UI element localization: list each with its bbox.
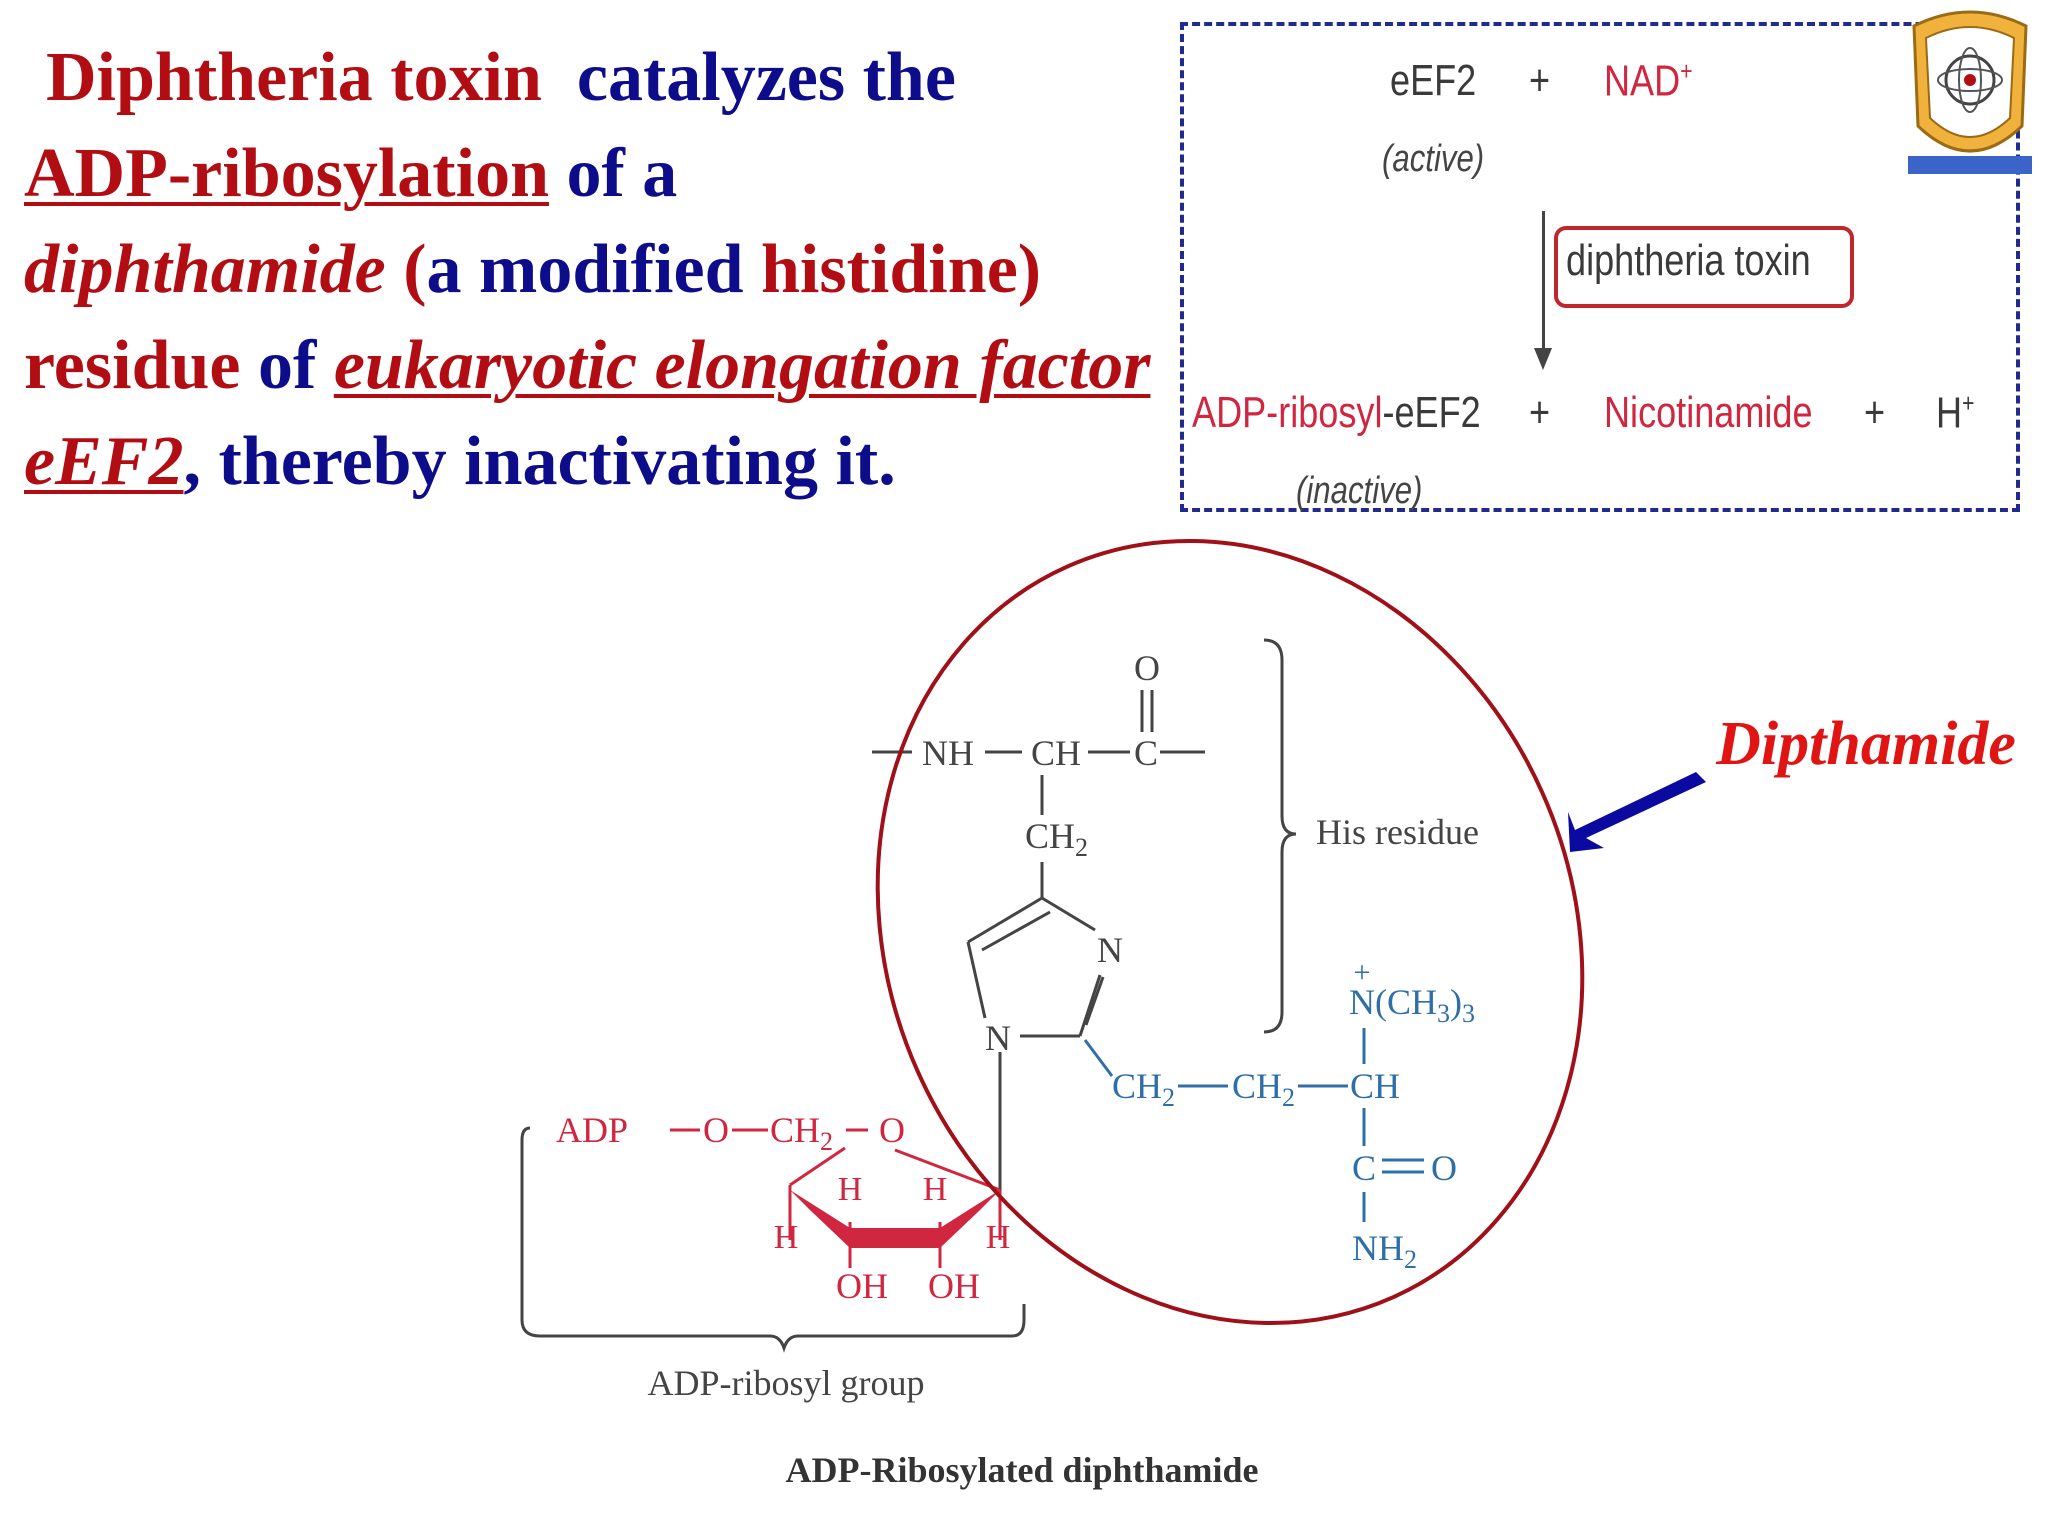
reaction-arrow	[1542, 211, 1545, 351]
plus-sign-2: +	[1529, 388, 1551, 437]
side-ch2: CH2	[1025, 816, 1088, 862]
carbonyl-o: O	[1134, 648, 1160, 688]
plus-sign: +	[1529, 56, 1551, 105]
headline-adp-ribosylation: ADP-ribosylation	[24, 135, 549, 212]
headline-paren: (	[403, 231, 427, 308]
backbone-nh: NH	[922, 733, 974, 773]
highlight-ellipse	[875, 539, 1585, 1325]
chain-ch: CH	[1350, 1066, 1400, 1106]
university-logo	[1908, 10, 2032, 174]
trimethyl-ammonium: N(CH3)3	[1349, 982, 1475, 1028]
headline-toxin: Diphtheria toxin	[46, 39, 542, 116]
ribose-ring-o: O	[879, 1110, 905, 1150]
headline-eef2: eukaryotic elongation factor eEF2	[24, 327, 1151, 500]
ribose-h-3: H	[774, 1219, 799, 1256]
reactant-eef2: eEF2	[1390, 56, 1477, 105]
chain-ch2-a: CH2	[1112, 1066, 1175, 1112]
ribose-h-4: H	[986, 1219, 1011, 1256]
amide-nh2: NH2	[1352, 1228, 1417, 1274]
reactant-nad: NAD+	[1604, 56, 1693, 106]
headline-histidine: histidine)	[761, 231, 1042, 308]
dipthamide-callout: Dipthamide	[1715, 710, 2016, 778]
headline-inactivating: thereby inactivating it.	[218, 423, 896, 500]
reaction-box: eEF2 + NAD+ (active) diphtheria toxin AD…	[1180, 22, 2020, 512]
backbone-ch: CH	[1031, 733, 1081, 773]
headline-catalyzes: catalyzes the	[576, 39, 956, 116]
reactant-state-active: (active)	[1382, 138, 1485, 180]
amide-c: C	[1352, 1148, 1376, 1188]
reaction-arrow-head	[1534, 348, 1552, 370]
product-adp-ribosyl-eef2: ADP-ribosyl-eEF2	[1192, 388, 1481, 437]
callout-arrow	[1568, 772, 1706, 852]
headline-residue: residue	[24, 327, 241, 404]
adp-group-label: ADP-ribosyl group	[648, 1363, 925, 1403]
product-nicotinamide: Nicotinamide	[1604, 388, 1813, 437]
headline-comma: ,	[183, 423, 201, 500]
ribose-h-2: H	[923, 1171, 948, 1208]
adp-label: ADP	[556, 1110, 628, 1150]
ribose-o-link: O	[703, 1110, 729, 1150]
chain-ch2-b: CH2	[1232, 1066, 1295, 1112]
amide-o: O	[1431, 1148, 1457, 1188]
ring-n3: N	[1097, 930, 1123, 970]
figure-caption: ADP-Ribosylated diphthamide	[785, 1450, 1258, 1490]
trimethyl-charge: +	[1354, 956, 1371, 989]
headline-of: of	[258, 327, 317, 404]
his-residue-label: His residue	[1316, 812, 1479, 852]
headline-modified: a modified	[426, 231, 744, 308]
product-state-inactive: (inactive)	[1296, 470, 1423, 512]
ribose-oh-2: OH	[928, 1266, 980, 1306]
product-proton: H+	[1936, 388, 1975, 438]
ring-n1: N	[985, 1018, 1011, 1058]
backbone-c: C	[1134, 733, 1158, 773]
enzyme-box	[1554, 226, 1854, 308]
headline-diphthamide: diphthamide	[24, 231, 386, 308]
ribose-ch2: CH2	[770, 1110, 833, 1156]
ribose-oh-1: OH	[836, 1266, 888, 1306]
enzyme-label: diphtheria toxin	[1566, 236, 1811, 285]
headline-of-a: of a	[566, 135, 678, 212]
plus-sign-3: +	[1864, 388, 1886, 437]
ribose-h-1: H	[838, 1171, 863, 1208]
